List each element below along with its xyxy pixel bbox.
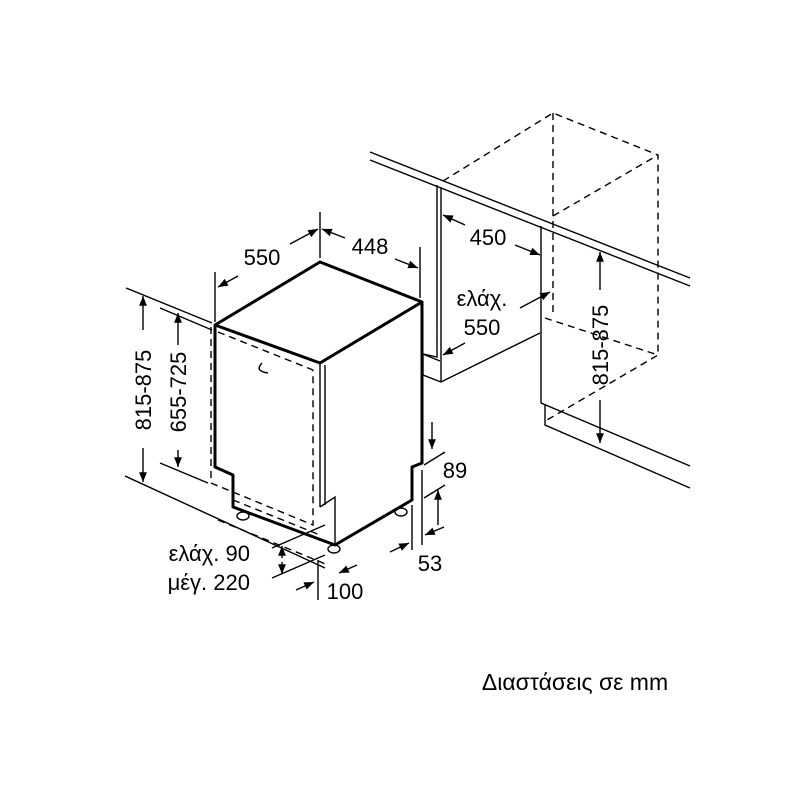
plinth-max-label: μέγ. 220 bbox=[168, 570, 250, 595]
plinth-setback-label: 100 bbox=[327, 579, 364, 604]
depth-label: 550 bbox=[244, 245, 281, 270]
door-height-label: 655-725 bbox=[166, 352, 191, 433]
niche-width-label: 450 bbox=[470, 225, 507, 250]
niche-depth-prefix: ελάχ. bbox=[457, 286, 508, 311]
feet bbox=[236, 507, 408, 554]
dimension-lines-dishwasher bbox=[124, 212, 446, 600]
door-handle-icon bbox=[258, 362, 269, 374]
width-label: 448 bbox=[352, 234, 389, 259]
door-outline-dashed bbox=[210, 327, 329, 566]
cabinet-niche bbox=[369, 112, 691, 489]
niche-height-label: 815-875 bbox=[588, 305, 613, 386]
foot-offset-label: 53 bbox=[418, 551, 442, 576]
total-height-label: 815-875 bbox=[131, 350, 156, 431]
dishwasher-body bbox=[213, 260, 424, 547]
dimension-lines-cabinet bbox=[442, 214, 604, 443]
foot-height-label: 89 bbox=[443, 458, 467, 483]
niche-depth-label: 550 bbox=[464, 315, 501, 340]
units-caption: Διαστάσεις σε mm bbox=[482, 669, 668, 695]
plinth-min-label: ελάχ. 90 bbox=[169, 541, 250, 566]
